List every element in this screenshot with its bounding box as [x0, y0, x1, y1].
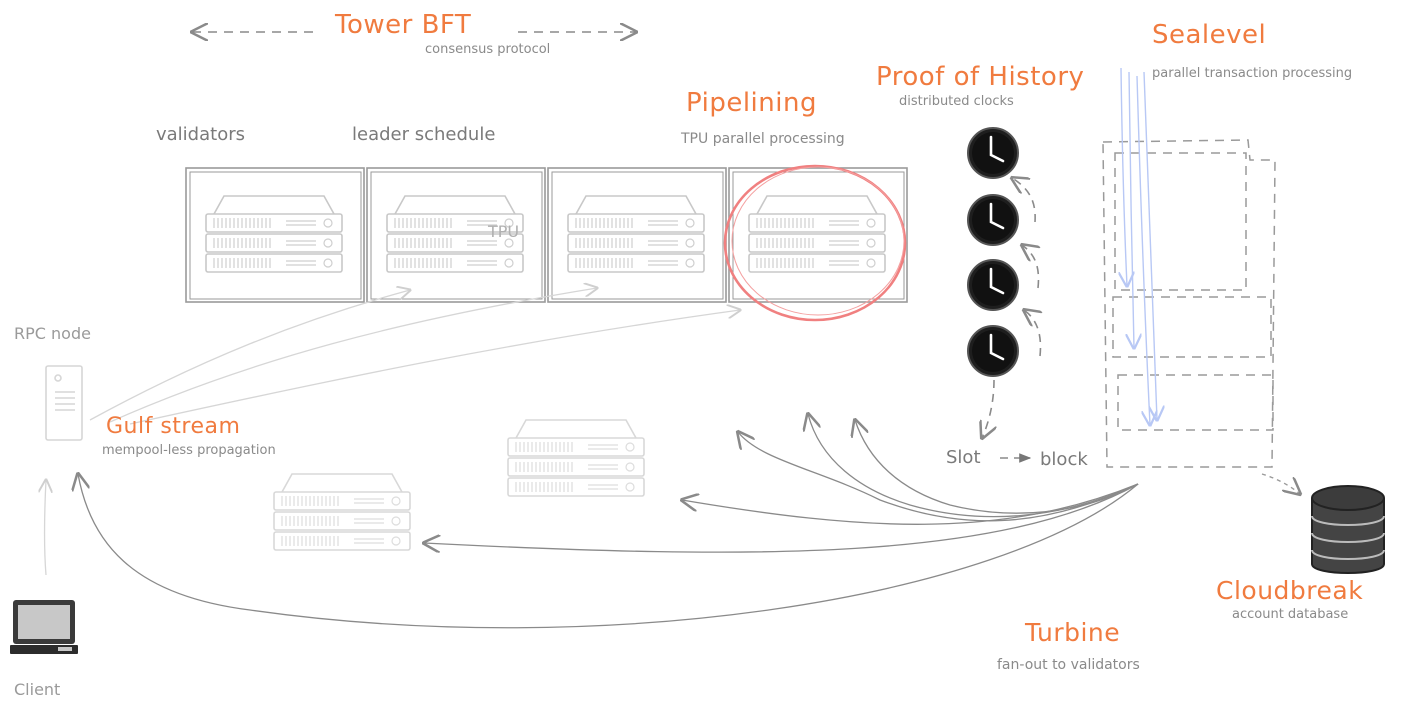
- leader-schedule-label: leader schedule: [352, 124, 496, 145]
- validators-label: validators: [156, 124, 245, 145]
- server-rack-icon: [273, 473, 411, 551]
- server-rack-icon: [205, 195, 343, 273]
- gulf-stream-subtitle: mempool-less propagation: [102, 443, 276, 458]
- sealevel-blocks: [1102, 139, 1276, 468]
- turbine-arrows: [78, 414, 1139, 629]
- turbine-subtitle: fan-out to validators: [997, 657, 1140, 673]
- gulf-stream-title: Gulf stream: [106, 414, 241, 439]
- sealevel-title: Sealevel: [1152, 20, 1267, 50]
- server-rack-icon: [507, 419, 645, 497]
- poh-title: Proof of History: [876, 62, 1085, 92]
- turbine-title: Turbine: [1025, 618, 1121, 647]
- server-rack-icon: [748, 195, 886, 273]
- gulf-stream-arrows: [45, 288, 741, 576]
- poh-chain-arrows: [982, 178, 1040, 463]
- clock-icon: [966, 258, 1020, 312]
- slot-label: Slot: [946, 447, 981, 468]
- sealevel-arrows: [1121, 67, 1157, 425]
- rpc-node-label: RPC node: [14, 324, 91, 343]
- database-icon: [1311, 485, 1385, 574]
- clock-icon: [966, 193, 1020, 247]
- clock-icon: [966, 126, 1020, 180]
- pipelining-subtitle: TPU parallel processing: [681, 131, 845, 147]
- server-tower-icon: [45, 365, 83, 441]
- tower-bft-title: Tower BFT: [335, 10, 472, 40]
- pipelining-highlight: [723, 164, 907, 322]
- client-label: Client: [14, 680, 61, 699]
- tpu-label: TPU: [488, 222, 520, 241]
- tower-bft-subtitle: consensus protocol: [425, 42, 551, 57]
- poh-subtitle: distributed clocks: [899, 94, 1014, 109]
- cloudbreak-subtitle: account database: [1232, 607, 1349, 622]
- server-rack-icon: [567, 195, 705, 273]
- pipelining-title: Pipelining: [686, 88, 817, 118]
- computer-icon: [10, 600, 78, 654]
- block-label: block: [1040, 449, 1088, 470]
- validator-frames: [185, 167, 908, 303]
- sealevel-subtitle: parallel transaction processing: [1152, 66, 1353, 81]
- cloudbreak-title: Cloudbreak: [1216, 576, 1364, 605]
- clock-icon: [966, 324, 1020, 378]
- to-cloudbreak-arrow: [1261, 473, 1300, 494]
